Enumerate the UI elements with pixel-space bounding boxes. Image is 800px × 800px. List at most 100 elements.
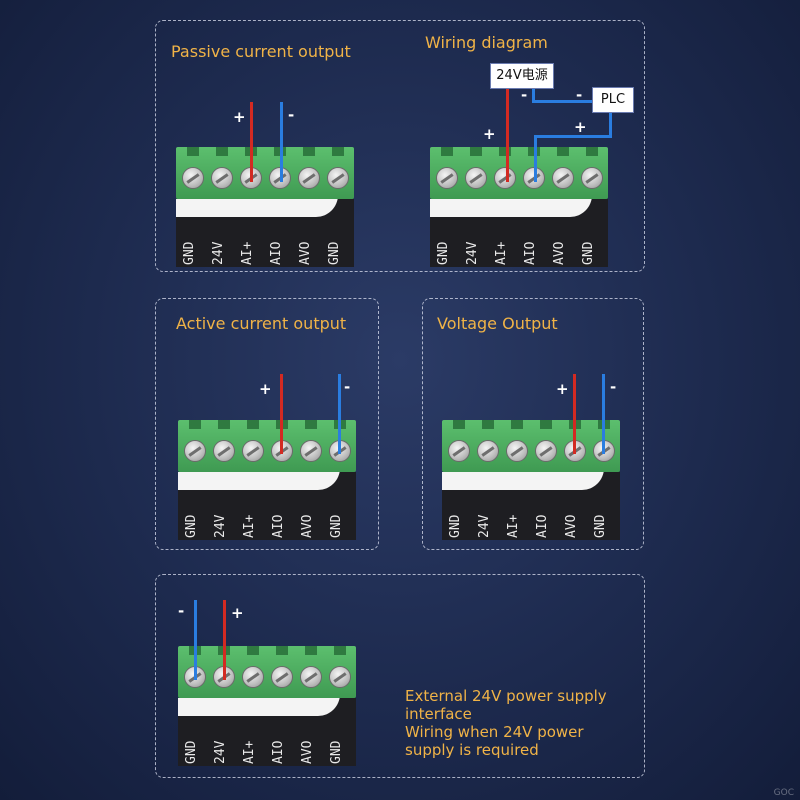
terminal-notch <box>511 420 523 429</box>
terminal-housing <box>178 646 356 698</box>
pin-label: AIO <box>523 241 538 265</box>
terminal-notch <box>187 147 199 156</box>
terminal-housing <box>176 147 354 199</box>
passive-plus-sign: + <box>233 108 246 126</box>
terminal-screw[interactable] <box>581 167 603 189</box>
terminal-notch <box>218 420 230 429</box>
pin-label: AVO <box>300 514 315 538</box>
terminal-notch <box>499 147 511 156</box>
note-line-3: Wiring when 24V power <box>405 723 584 741</box>
terminal-notch <box>453 420 465 429</box>
wiring-blue-neg-horizontal <box>532 100 592 103</box>
panel-active-current <box>155 298 379 550</box>
terminal-screw[interactable] <box>242 666 264 688</box>
terminal-screw[interactable] <box>436 167 458 189</box>
pin-label: GND <box>448 514 463 538</box>
active-minus-sign: - <box>344 378 351 396</box>
terminal-screw[interactable] <box>494 167 516 189</box>
terminal-notch <box>189 420 201 429</box>
pin-label: AI+ <box>506 514 521 538</box>
pin-label: GND <box>329 740 344 764</box>
pin-label: AI+ <box>494 241 509 265</box>
terminal-screw[interactable] <box>182 167 204 189</box>
external-red-wire <box>223 600 226 680</box>
terminal-screw[interactable] <box>298 167 320 189</box>
module-label-strip <box>442 472 604 490</box>
pin-label: 24V <box>213 514 228 538</box>
terminal-housing <box>442 420 620 472</box>
wiring-plus-sign-red: + <box>483 125 496 143</box>
pin-label: GND <box>329 514 344 538</box>
terminal-screw[interactable] <box>213 440 235 462</box>
terminal-screw[interactable] <box>271 666 293 688</box>
terminal-notch <box>540 420 552 429</box>
pin-label: AIO <box>269 241 284 265</box>
active-plus-sign: + <box>259 380 272 398</box>
wiring-minus-sign-power: - <box>521 86 528 104</box>
pin-label: 24V <box>477 514 492 538</box>
pin-label: AIO <box>271 514 286 538</box>
voltage-blue-wire <box>602 374 605 454</box>
terminal-screw[interactable] <box>300 666 322 688</box>
pin-label: AVO <box>300 740 315 764</box>
terminal-notch <box>586 147 598 156</box>
power-supply-box: 24V电源 <box>490 63 554 89</box>
pin-label: AVO <box>298 241 313 265</box>
terminal-screw[interactable] <box>329 666 351 688</box>
terminal-screw[interactable] <box>465 167 487 189</box>
terminal-notch <box>334 646 346 655</box>
terminal-notch <box>276 646 288 655</box>
passive-red-wire <box>250 102 253 182</box>
terminal-notch <box>303 147 315 156</box>
note-line-4: supply is required <box>405 741 539 759</box>
wiring-minus-sign-plc: - <box>576 86 583 104</box>
terminal-housing <box>178 420 356 472</box>
external-power-note: External 24V power supply interface Wiri… <box>405 687 607 759</box>
terminal-notch <box>482 420 494 429</box>
pin-label: GND <box>182 241 197 265</box>
pin-label: GND <box>436 241 451 265</box>
module-label-strip <box>178 472 340 490</box>
terminal-screw[interactable] <box>327 167 349 189</box>
wiring-blue-neg-vertical <box>532 89 535 103</box>
wiring-plus-sign-plc: + <box>574 118 587 136</box>
pin-label: 24V <box>213 740 228 764</box>
watermark: GOC <box>773 788 794 798</box>
terminal-screw[interactable] <box>506 440 528 462</box>
module-label-strip <box>176 199 338 217</box>
terminal-notch <box>305 420 317 429</box>
pin-label: AI+ <box>240 241 255 265</box>
pin-label: AIO <box>535 514 550 538</box>
terminal-screw[interactable] <box>211 167 233 189</box>
module-label-strip <box>430 199 592 217</box>
wiring-blue-pos-horizontal <box>534 135 612 138</box>
module-label-strip <box>178 698 340 716</box>
pin-label: AIO <box>271 740 286 764</box>
terminal-screw[interactable] <box>535 440 557 462</box>
terminal-screw[interactable] <box>242 440 264 462</box>
passive-minus-sign: - <box>288 106 295 124</box>
voltage-red-wire <box>573 374 576 454</box>
terminal-notch <box>247 646 259 655</box>
wiring-red-wire <box>506 89 509 182</box>
pin-label: AI+ <box>242 740 257 764</box>
terminal-screw[interactable] <box>184 440 206 462</box>
pin-label: GND <box>184 514 199 538</box>
terminal-notch <box>247 420 259 429</box>
terminal-screw[interactable] <box>300 440 322 462</box>
pin-label: GND <box>593 514 608 538</box>
panel-external-power <box>155 574 645 778</box>
active-blue-wire <box>338 374 341 454</box>
terminal-screw[interactable] <box>552 167 574 189</box>
terminal-screw[interactable] <box>477 440 499 462</box>
voltage-plus-sign: + <box>556 380 569 398</box>
terminal-screw[interactable] <box>448 440 470 462</box>
plc-box: PLC <box>592 87 634 113</box>
wiring-blue-pos-down <box>534 135 537 182</box>
panel-top <box>155 20 645 272</box>
